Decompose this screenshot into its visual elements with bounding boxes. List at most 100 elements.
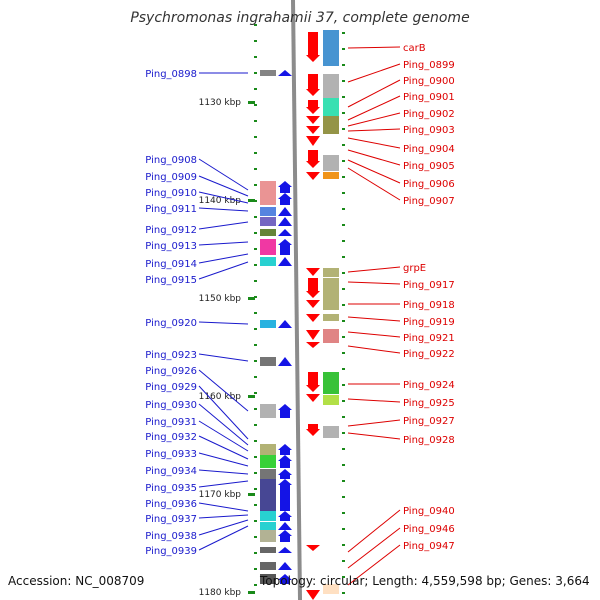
right-gene-label: Ping_0946 [403,524,455,535]
left-label-leader [198,502,249,512]
minor-tick [254,248,257,250]
right-gene-arrow [306,278,320,298]
left-gene-arrow [278,70,292,76]
scale-tick-mark [248,493,255,496]
left-gene-arrow [278,404,292,418]
minor-tick [342,528,345,530]
minor-tick [342,64,345,66]
sequence-backbone [291,0,302,600]
right-label-leader [347,527,401,569]
left-gene-arrow [278,522,292,530]
right-gene-label: Ping_0919 [403,317,455,328]
minor-tick [254,328,257,330]
minor-tick [342,464,345,466]
minor-tick [254,168,257,170]
left-gene-arrow [278,357,292,366]
right-label-leader [347,331,401,338]
left-gene-block [260,511,276,521]
minor-tick [342,512,345,514]
scale-tick-label: 1160 kbp [199,392,242,402]
topology-text: Topology: circular; Length: 4,559,598 bp… [260,574,590,588]
right-label-leader [347,159,401,184]
left-gene-block [260,547,276,553]
left-gene-label: Ping_0914 [145,259,197,270]
left-gene-label: Ping_0912 [145,225,197,236]
left-gene-arrow [278,217,292,226]
left-gene-label: Ping_0909 [145,172,197,183]
scale-tick-label: 1180 kbp [199,588,242,598]
left-gene-block [260,193,276,205]
right-gene-block [323,98,339,116]
minor-tick [342,96,345,98]
right-gene-arrow [306,32,320,62]
right-gene-arrow [306,136,320,146]
right-label-leader [347,398,401,403]
scale-tick-label: 1150 kbp [199,294,242,304]
left-gene-block [260,479,276,511]
right-gene-label: Ping_0907 [403,196,455,207]
right-label-leader [347,432,401,440]
right-gene-block [323,278,339,300]
minor-tick [254,584,257,586]
left-gene-label: Ping_0933 [145,449,197,460]
left-gene-label: Ping_0898 [145,69,197,80]
minor-tick [342,240,345,242]
minor-tick [254,24,257,26]
left-label-leader [198,480,249,488]
minor-tick [254,360,257,362]
right-gene-arrow [306,268,320,276]
left-gene-block [260,562,276,570]
left-gene-block [260,522,276,530]
minor-tick [342,432,345,434]
minor-tick [254,136,257,138]
right-gene-block [323,395,339,405]
left-label-leader [198,435,249,460]
left-gene-block [260,70,276,76]
left-label-leader [198,175,249,197]
minor-tick [254,552,257,554]
left-gene-arrow [278,229,292,236]
left-gene-block [260,574,276,584]
minor-tick [254,184,257,186]
scale-tick-mark [248,199,255,202]
right-gene-label: Ping_0918 [403,300,455,311]
right-gene-block [323,372,339,394]
right-gene-block [323,30,339,66]
left-gene-label: Ping_0931 [145,417,197,428]
left-gene-arrow [278,207,292,216]
right-gene-label: Ping_0917 [403,280,455,291]
left-gene-block [260,217,276,226]
right-gene-arrow [306,394,320,402]
left-gene-block [260,229,276,236]
minor-tick [342,208,345,210]
minor-tick [342,304,345,306]
minor-tick [342,544,345,546]
left-label-leader [198,353,249,362]
minor-tick [254,488,257,490]
right-label-leader [347,316,401,322]
minor-tick [342,384,345,386]
left-gene-label: Ping_0930 [145,400,197,411]
left-gene-arrow [278,320,292,328]
minor-tick [342,352,345,354]
right-gene-arrow [306,150,320,168]
minor-tick [254,296,257,298]
right-label-leader [347,266,401,273]
minor-tick [342,480,345,482]
left-gene-arrow [278,530,292,542]
right-gene-arrow [306,545,320,551]
minor-tick [342,80,345,82]
right-gene-arrow [306,590,320,600]
right-gene-block [323,584,339,594]
left-label-leader [198,420,249,452]
left-label-leader [198,191,249,204]
minor-tick [342,192,345,194]
right-gene-label: Ping_0947 [403,541,455,552]
right-gene-block [323,116,339,134]
right-gene-label: Ping_0925 [403,398,455,409]
scale-tick-label: 1140 kbp [199,196,242,206]
right-label-leader [347,137,401,149]
minor-tick [342,160,345,162]
right-label-leader [347,112,401,127]
left-label-leader [198,241,249,246]
